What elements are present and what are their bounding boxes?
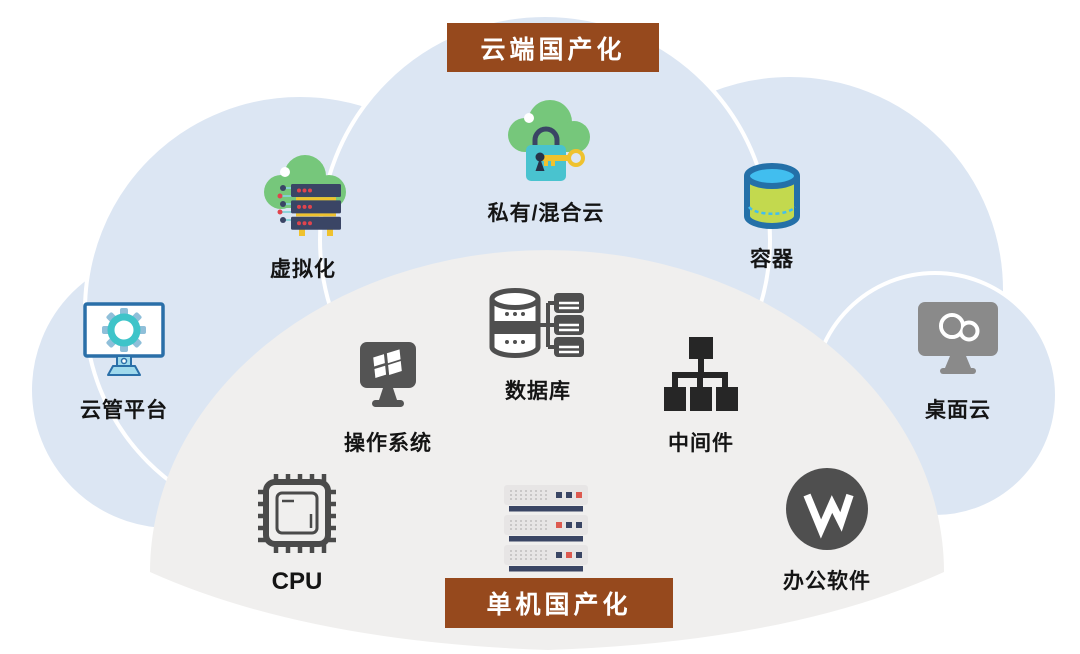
item-label: 操作系统 <box>344 432 432 455</box>
item-label: 办公软件 <box>783 570 871 593</box>
top-banner-text: 云端国产化 <box>480 35 626 64</box>
database-servers-icon <box>488 287 588 363</box>
item-container: 容器 <box>676 162 868 273</box>
item-office-software: 办公软件 <box>731 466 923 595</box>
item-cloud-mgmt-platform: 云管平台 <box>28 300 220 424</box>
cloud-lock-key-icon <box>498 95 594 187</box>
item-label: 云管平台 <box>80 399 168 422</box>
item-label: 桌面云 <box>925 399 991 422</box>
monitor-gear-icon <box>79 300 169 382</box>
bottom-banner: 单机国产化 <box>445 578 673 628</box>
monitor-cloud-icon <box>914 300 1002 374</box>
bottom-banner-text: 单机国产化 <box>486 591 632 619</box>
item-desktop-cloud: 桌面云 <box>862 300 1054 424</box>
item-server-rack <box>450 485 642 572</box>
item-operating-system: 操作系统 <box>292 340 484 457</box>
cloud-server-icon <box>255 150 351 238</box>
item-label: 私有/混合云 <box>487 202 605 225</box>
server-rack-icon <box>504 485 588 572</box>
item-database: 数据库 <box>442 287 634 405</box>
item-label: 中间件 <box>668 432 734 455</box>
item-private-hybrid-cloud: 私有/混合云 <box>450 95 642 227</box>
item-label: 虚拟化 <box>270 258 336 281</box>
item-label: 数据库 <box>505 380 571 403</box>
gray-dome-shape <box>150 250 944 650</box>
wps-logo-icon <box>785 466 869 552</box>
item-virtualization: 虚拟化 <box>207 150 399 283</box>
item-label: 容器 <box>750 248 794 271</box>
hierarchy-icon <box>662 335 740 415</box>
chip-icon <box>254 470 340 557</box>
cylinder-icon <box>741 162 803 232</box>
item-label: CPU <box>271 568 323 595</box>
item-cpu: CPU <box>201 470 393 596</box>
item-middleware: 中间件 <box>605 335 797 457</box>
top-banner: 云端国产化 <box>447 23 659 72</box>
windows-monitor-icon <box>358 340 418 410</box>
